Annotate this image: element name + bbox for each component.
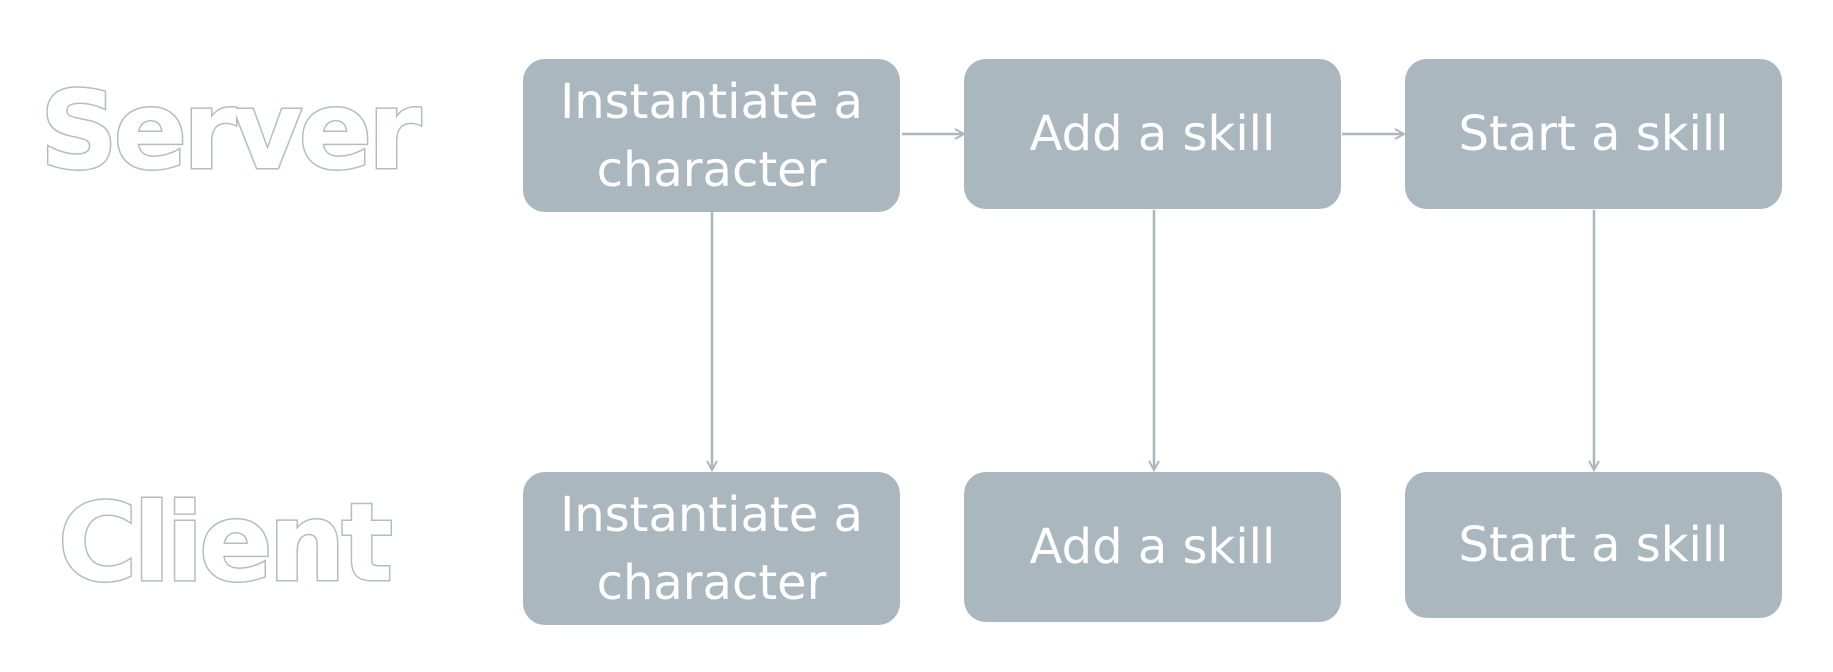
client-row-label: Client: [56, 481, 394, 606]
client-step-add-skill: Add a skill: [964, 472, 1341, 622]
server-row-label: Server: [38, 69, 422, 194]
server-step-add-skill: Add a skill: [964, 59, 1341, 209]
client-step-start-skill: Start a skill: [1405, 472, 1782, 618]
server-step-label: Add a skill: [1029, 106, 1276, 162]
server-step-start-skill: Start a skill: [1405, 59, 1782, 209]
client-step-instantiate-character: Instantiate a character: [523, 472, 900, 625]
server-step-instantiate-character: Instantiate a character: [523, 59, 900, 212]
server-step-label: Start a skill: [1458, 106, 1729, 162]
client-step-label: Instantiate a character: [560, 486, 863, 611]
client-step-label: Start a skill: [1458, 517, 1729, 573]
server-step-label: Instantiate a character: [560, 73, 863, 198]
client-step-label: Add a skill: [1029, 519, 1276, 575]
